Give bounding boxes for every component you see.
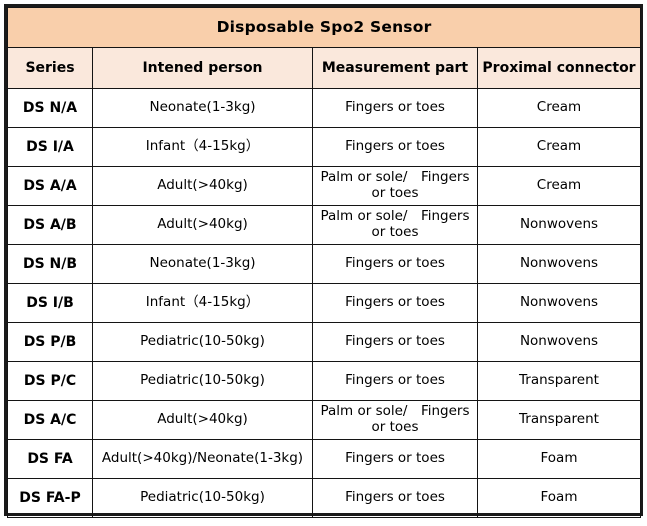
cell-person: Infant（4-15kg） [92, 127, 313, 167]
cell-series: DS N/B [7, 244, 93, 284]
cell-series: DS N/A [7, 88, 93, 128]
cell-measurement: Fingers or toes [312, 439, 478, 479]
cell-series: DS A/C [7, 400, 93, 440]
cell-person: Pediatric(10-50kg) [92, 478, 313, 518]
cell-connector: Nonwovens [477, 322, 641, 362]
table-row: DS A/C Adult(>40kg) Palm or sole/ Finger… [7, 400, 641, 440]
table-row: DS A/A Adult(>40kg) Palm or sole/ Finger… [7, 166, 641, 206]
cell-measurement: Fingers or toes [312, 322, 478, 362]
cell-connector: Transparent [477, 361, 641, 401]
cell-connector: Foam [477, 439, 641, 479]
cell-connector: Transparent [477, 400, 641, 440]
table-row: DS P/B Pediatric(10-50kg) Fingers or toe… [7, 322, 641, 362]
cell-series: DS A/A [7, 166, 93, 206]
table-row: DS I/A Infant（4-15kg） Fingers or toes Cr… [7, 127, 641, 167]
cell-measurement: Fingers or toes [312, 244, 478, 284]
table-row: DS I/B Infant（4-15kg） Fingers or toes No… [7, 283, 641, 323]
cell-connector: Cream [477, 166, 641, 206]
table-row: DS N/B Neonate(1-3kg) Fingers or toes No… [7, 244, 641, 284]
cell-connector: Cream [477, 88, 641, 128]
cell-measurement: Fingers or toes [312, 361, 478, 401]
cell-person: Infant（4-15kg） [92, 283, 313, 323]
table-row: DS N/A Neonate(1-3kg) Fingers or toes Cr… [7, 88, 641, 128]
cell-person: Adult(>40kg)/Neonate(1-3kg) [92, 439, 313, 479]
cell-person: Pediatric(10-50kg) [92, 322, 313, 362]
disposable-spo2-sensor-table: Disposable Spo2 Sensor Series Intened pe… [7, 7, 641, 518]
cell-person: Adult(>40kg) [92, 400, 313, 440]
cell-person: Neonate(1-3kg) [92, 88, 313, 128]
table-title-row: Disposable Spo2 Sensor [7, 7, 641, 48]
cell-series: DS FA-P [7, 478, 93, 518]
cell-measurement: Fingers or toes [312, 127, 478, 167]
cell-series: DS I/A [7, 127, 93, 167]
column-header-measurement-part: Measurement part [312, 47, 478, 89]
table-body: Disposable Spo2 Sensor Series Intened pe… [7, 7, 641, 518]
column-header-series: Series [7, 47, 93, 89]
table-row: DS P/C Pediatric(10-50kg) Fingers or toe… [7, 361, 641, 401]
cell-measurement: Fingers or toes [312, 478, 478, 518]
cell-connector: Foam [477, 478, 641, 518]
table-row: DS FA-P Pediatric(10-50kg) Fingers or to… [7, 478, 641, 518]
cell-series: DS I/B [7, 283, 93, 323]
cell-person: Pediatric(10-50kg) [92, 361, 313, 401]
column-header-intened-person: Intened person [92, 47, 313, 89]
cell-connector: Cream [477, 127, 641, 167]
column-header-proximal-connector: Proximal connector [477, 47, 641, 89]
cell-measurement: Palm or sole/ Fingers or toes [312, 205, 478, 245]
cell-connector: Nonwovens [477, 244, 641, 284]
cell-series: DS P/C [7, 361, 93, 401]
cell-person: Adult(>40kg) [92, 205, 313, 245]
cell-series: DS A/B [7, 205, 93, 245]
cell-connector: Nonwovens [477, 283, 641, 323]
cell-measurement: Fingers or toes [312, 88, 478, 128]
table-header-row: Series Intened person Measurement part P… [7, 47, 641, 89]
table-title: Disposable Spo2 Sensor [7, 7, 641, 48]
cell-measurement: Fingers or toes [312, 283, 478, 323]
table-row: DS A/B Adult(>40kg) Palm or sole/ Finger… [7, 205, 641, 245]
cell-series: DS FA [7, 439, 93, 479]
cell-connector: Nonwovens [477, 205, 641, 245]
table-row: DS FA Adult(>40kg)/Neonate(1-3kg) Finger… [7, 439, 641, 479]
cell-measurement: Palm or sole/ Fingers or toes [312, 400, 478, 440]
cell-series: DS P/B [7, 322, 93, 362]
cell-measurement: Palm or sole/ Fingers or toes [312, 166, 478, 206]
spec-table-container: Disposable Spo2 Sensor Series Intened pe… [4, 4, 643, 518]
cell-person: Neonate(1-3kg) [92, 244, 313, 284]
cell-person: Adult(>40kg) [92, 166, 313, 206]
